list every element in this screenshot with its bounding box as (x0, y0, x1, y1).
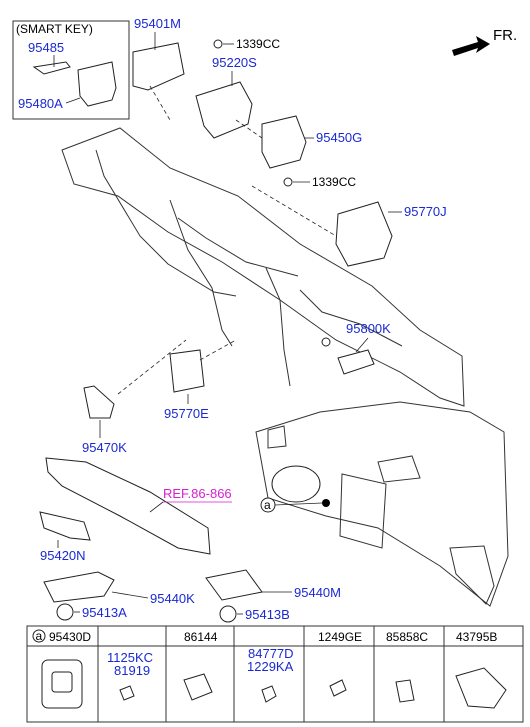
tape-icon (455, 667, 507, 709)
part-label-95770E: 95770E (164, 406, 209, 421)
crossbar-tube (177, 217, 299, 277)
middle-modules: 95800K 95770E 95470K (82, 321, 391, 455)
nut-icon (321, 337, 331, 347)
part-label-95470K: 95470K (82, 440, 127, 455)
part-label-95413A: 95413A (82, 605, 127, 620)
crossbar-brace (299, 289, 403, 347)
battery-icon (56, 603, 74, 621)
front-arrow-icon (452, 36, 490, 56)
crossbar-outline (61, 127, 465, 407)
part-label-95440K: 95440K (150, 591, 195, 606)
smart-key-bracket-icon (32, 61, 71, 75)
battery-icon (219, 605, 237, 623)
part-label-1339CC-mid: 1339CC (312, 175, 356, 189)
relay-module-icon (169, 349, 205, 393)
receiver-module-icon (261, 115, 307, 169)
leader-line (65, 97, 81, 104)
dashed-guide (235, 119, 263, 139)
fastener-icon (395, 679, 415, 703)
part-label-95450G: 95450G (316, 130, 362, 145)
dashboard-vent (377, 455, 421, 483)
body-control-module-icon (132, 42, 185, 91)
table-label-1125KC: 1125KC (107, 650, 153, 665)
table-label-84777D: 84777D (248, 646, 294, 661)
start-button-location (322, 499, 330, 507)
screw-icon (119, 685, 135, 701)
bolt-icon (261, 685, 277, 703)
part-label-95485: 95485 (28, 40, 64, 55)
part-label-95770J: 95770J (404, 204, 447, 219)
table-marker-circle (32, 629, 46, 643)
front-direction-indicator: FR. (452, 27, 517, 56)
crossbar-brace (169, 199, 233, 347)
leader-line (274, 502, 323, 506)
dashboard-illustration: a (255, 401, 509, 607)
dashed-guide (251, 185, 337, 237)
card-key-icon (205, 569, 263, 601)
start-stop-button-face-icon (51, 671, 73, 693)
dashed-guide (117, 339, 187, 395)
parts-table: a 95430D 86144 1249GE 85858C 43795B 1125… (26, 625, 524, 723)
smart-key-frame (12, 20, 130, 120)
part-label-95420N: 95420N (40, 548, 86, 563)
antenna-bracket-icon (39, 511, 91, 541)
detail-marker-label: a (264, 498, 271, 512)
table-frame (26, 625, 524, 723)
mounting-bracket-icon (195, 81, 253, 139)
smart-key-box: (SMART KEY) 95485 95480A (12, 20, 130, 120)
dashed-guide (199, 339, 237, 361)
clip-icon (329, 679, 347, 697)
dashboard-side-vent (449, 545, 495, 605)
part-label-95220S: 95220S (212, 55, 257, 70)
table-label-1229KA: 1229KA (247, 659, 294, 674)
dashed-guide (149, 85, 171, 121)
crossbar-brace (265, 267, 291, 387)
pad-icon (183, 673, 213, 701)
leader-line (149, 501, 164, 513)
cowl-crossbar-frame (61, 127, 465, 407)
dashboard-display (339, 473, 387, 549)
part-label-1339CC-top: 1339CC (236, 37, 280, 51)
front-direction-label: FR. (493, 27, 517, 44)
smart-key-title: (SMART KEY) (16, 22, 93, 36)
part-label-95413B: 95413B (245, 607, 290, 622)
table-header-43795B: 43795B (456, 630, 497, 644)
nut-icon (283, 177, 293, 187)
table-label-81919: 81919 (114, 663, 150, 678)
crossbar-brace (95, 149, 237, 297)
antenna-strip-icon (45, 457, 211, 555)
dashboard-side-vent (267, 425, 287, 449)
lower-right-parts: 95440M 95413B (205, 569, 341, 623)
smart-key-module-icon (77, 61, 117, 107)
lower-left-parts: REF.86-866 95420N 95440K 95413A (39, 457, 232, 621)
table-header-1249GE: 1249GE (318, 630, 362, 644)
sensor-module-icon (337, 349, 375, 375)
part-label-95440M: 95440M (294, 585, 341, 600)
dashboard-outline (255, 401, 509, 607)
steering-column-icon (271, 465, 321, 503)
leader-line (355, 337, 369, 353)
part-label-95401M: 95401M (134, 16, 181, 31)
control-unit-icon (335, 201, 393, 267)
leader-line (111, 591, 149, 599)
switch-module-icon (83, 385, 115, 419)
part-label-95480A: 95480A (18, 96, 63, 111)
table-header-95430D: 95430D (49, 630, 91, 644)
nut-icon (213, 39, 223, 49)
table-header-85858C: 85858C (386, 630, 428, 644)
table-header-86144: 86144 (184, 630, 218, 644)
smart-key-fob-icon (43, 571, 115, 603)
table-marker-label: a (36, 629, 43, 643)
upper-modules: 95401M 1339CC 95220S 95450G 1339CC 95770… (132, 16, 447, 267)
reference-label: REF.86-866 (163, 486, 232, 501)
part-label-95800K: 95800K (346, 321, 391, 336)
